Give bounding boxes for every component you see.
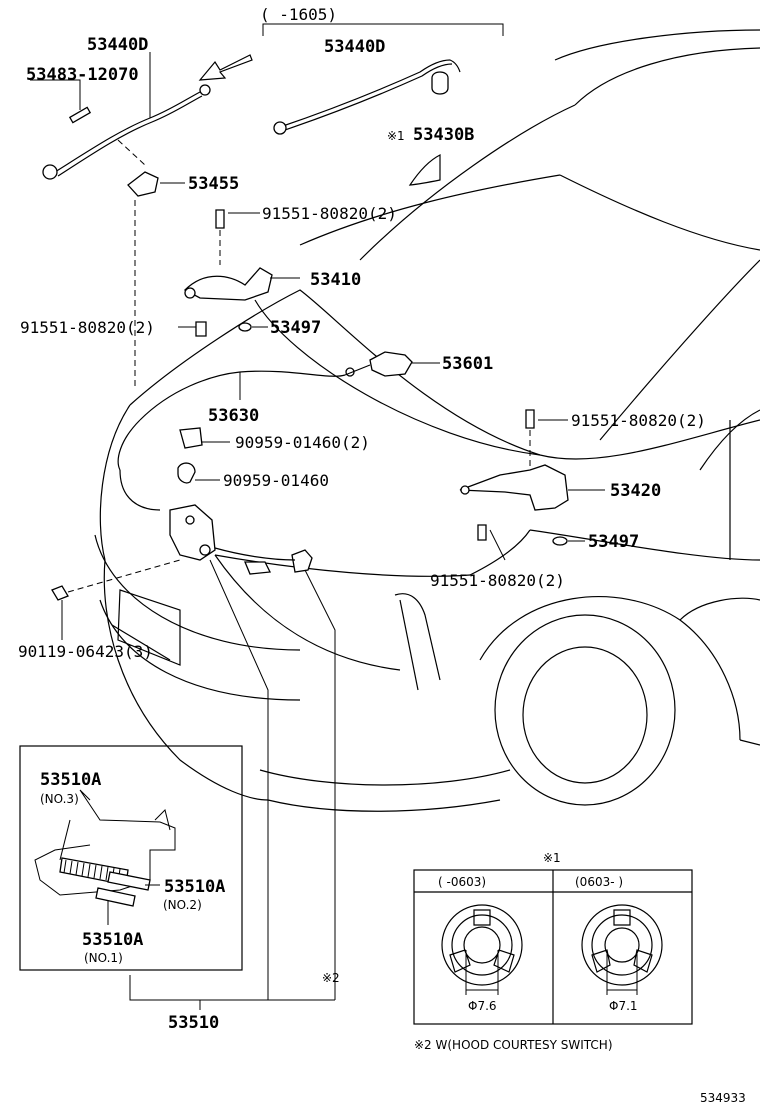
car-body-outline (94, 29, 760, 812)
label-91551-b: 91551-80820(2) (20, 318, 155, 337)
range-bracket: ( -1605) (260, 5, 504, 36)
label-53430b: 53430B (413, 125, 474, 145)
hood-lock-53601 (344, 351, 413, 377)
hood-support-rod-left (42, 84, 211, 180)
label-53440d-right: 53440D (324, 37, 385, 57)
detail-col1-dim: Φ7.6 (468, 999, 497, 1013)
label-53497-a: 53497 (270, 318, 321, 338)
label-90959-a: 90959-01460(2) (235, 433, 370, 452)
label-53630: 53630 (208, 406, 259, 426)
label-53410: 53410 (310, 270, 361, 290)
grommet-left-view: Φ7.6 (441, 904, 523, 1013)
direction-arrow-icon (198, 54, 253, 81)
leader-lines (30, 52, 605, 1010)
label-53430b-mark: ※1 (387, 129, 405, 143)
label-91551-d: 91551-80820(2) (430, 571, 565, 590)
part-labels: 53440D 53440D 53483-12070 ※1 53430B 5345… (18, 35, 706, 1033)
label-90119: 90119-06423(3) (18, 642, 153, 661)
detail-col2-dim: Φ7.1 (609, 999, 638, 1013)
hood-hinge-53420 (459, 409, 569, 546)
label-mark2: ※2 (322, 971, 340, 985)
detail-col2-header: (0603- ) (575, 875, 623, 889)
label-53510a-2: 53510A (164, 877, 225, 897)
rod-holder-53455 (117, 139, 159, 390)
label-53455: 53455 (188, 174, 239, 194)
label-53510: 53510 (168, 1013, 219, 1033)
label-53440d-left: 53440D (87, 35, 148, 55)
range-label: ( -1605) (260, 5, 337, 24)
hood-support-rod-right (273, 59, 461, 135)
label-90959-b: 90959-01460 (223, 471, 329, 490)
label-53420: 53420 (610, 481, 661, 501)
inset-spring-detail: 53510A (NO.3) 53510A (NO.2) 53510A (NO.1… (19, 745, 243, 971)
label-53483: 53483-12070 (26, 65, 139, 85)
detail-box-mark: ※1 (543, 851, 561, 865)
label-91551-a: 91551-80820(2) (262, 204, 397, 223)
label-53497-b: 53497 (588, 532, 639, 552)
label-53601: 53601 (442, 354, 493, 374)
label-53510a-2-sub: (NO.2) (163, 898, 202, 912)
bolt-90119 (51, 559, 181, 601)
courtesy-switch (214, 547, 313, 575)
label-53510a-3: 53510A (82, 930, 143, 950)
detail-col1-header: ( -0603) (438, 875, 486, 889)
label-91551-c: 91551-80820(2) (571, 411, 706, 430)
footnote: ※2 W(HOOD COURTESY SWITCH) (414, 1038, 613, 1052)
hood-latch-53510 (169, 427, 216, 561)
label-53510a-1: 53510A (40, 770, 101, 790)
hood-hinge-53410 (183, 209, 273, 337)
diagram-id: 534933 (700, 1091, 746, 1105)
label-53510a-1-sub: (NO.3) (40, 792, 79, 806)
detail-box-53430b: ※1 ( -0603) (0603- ) Φ7.6 (413, 851, 693, 1025)
grommet-right-view: Φ7.1 (581, 904, 663, 1013)
label-53510a-3-sub: (NO.1) (84, 951, 123, 965)
